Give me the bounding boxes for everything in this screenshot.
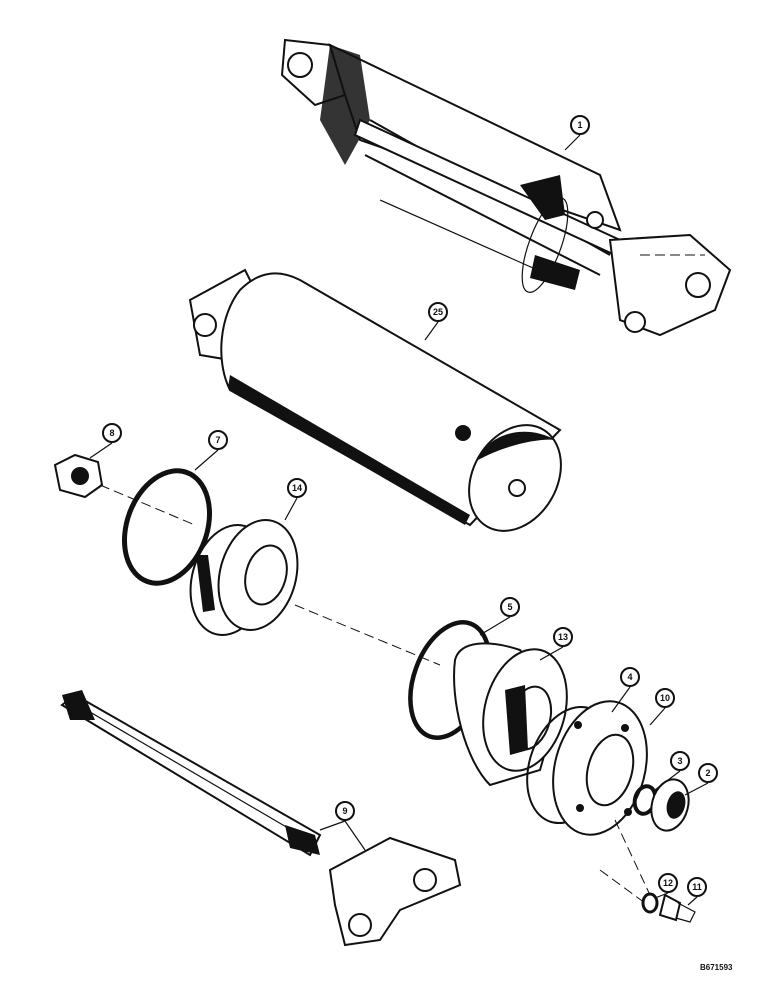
callout-10: 10 [649, 688, 675, 726]
callout-1: 1 [564, 115, 590, 151]
callout-12: 12 [654, 873, 678, 899]
svg-text:1: 1 [577, 120, 582, 130]
svg-text:11: 11 [692, 882, 702, 892]
callout-7: 7 [194, 430, 228, 471]
cap-screw [658, 893, 696, 923]
callout-2: 2 [684, 763, 718, 796]
callout-14: 14 [284, 478, 307, 521]
svg-text:3: 3 [677, 756, 682, 766]
callout-5: 5 [479, 597, 520, 636]
svg-text:7: 7 [215, 435, 220, 445]
svg-text:14: 14 [292, 483, 302, 493]
callout-4: 4 [611, 667, 640, 713]
figure-code: B671593 [700, 963, 733, 972]
svg-text:25: 25 [433, 307, 443, 317]
lock-washer [641, 892, 659, 914]
callout-9: 9 [319, 801, 366, 851]
assembled-cylinder [280, 38, 732, 337]
cylinder-barrel [188, 268, 562, 532]
svg-text:5: 5 [507, 602, 512, 612]
callout-8: 8 [89, 423, 122, 459]
svg-text:4: 4 [627, 672, 632, 682]
svg-text:2: 2 [705, 768, 710, 778]
piston-rod [60, 690, 322, 857]
callout-13: 13 [539, 627, 573, 661]
callout-25: 25 [424, 302, 448, 341]
retainer-plate [552, 700, 648, 836]
o-ring-large [121, 468, 213, 586]
svg-text:12: 12 [663, 878, 673, 888]
svg-text:10: 10 [660, 693, 670, 703]
svg-text:8: 8 [109, 428, 114, 438]
svg-text:9: 9 [342, 806, 347, 816]
callout-3: 3 [654, 751, 690, 791]
callout-11: 11 [687, 877, 707, 906]
svg-text:13: 13 [558, 632, 568, 642]
rod-clevis [328, 836, 462, 947]
assembly-lines [99, 484, 651, 904]
hex-nut [53, 453, 104, 499]
rod-wiper [650, 778, 690, 832]
piston [189, 519, 299, 636]
